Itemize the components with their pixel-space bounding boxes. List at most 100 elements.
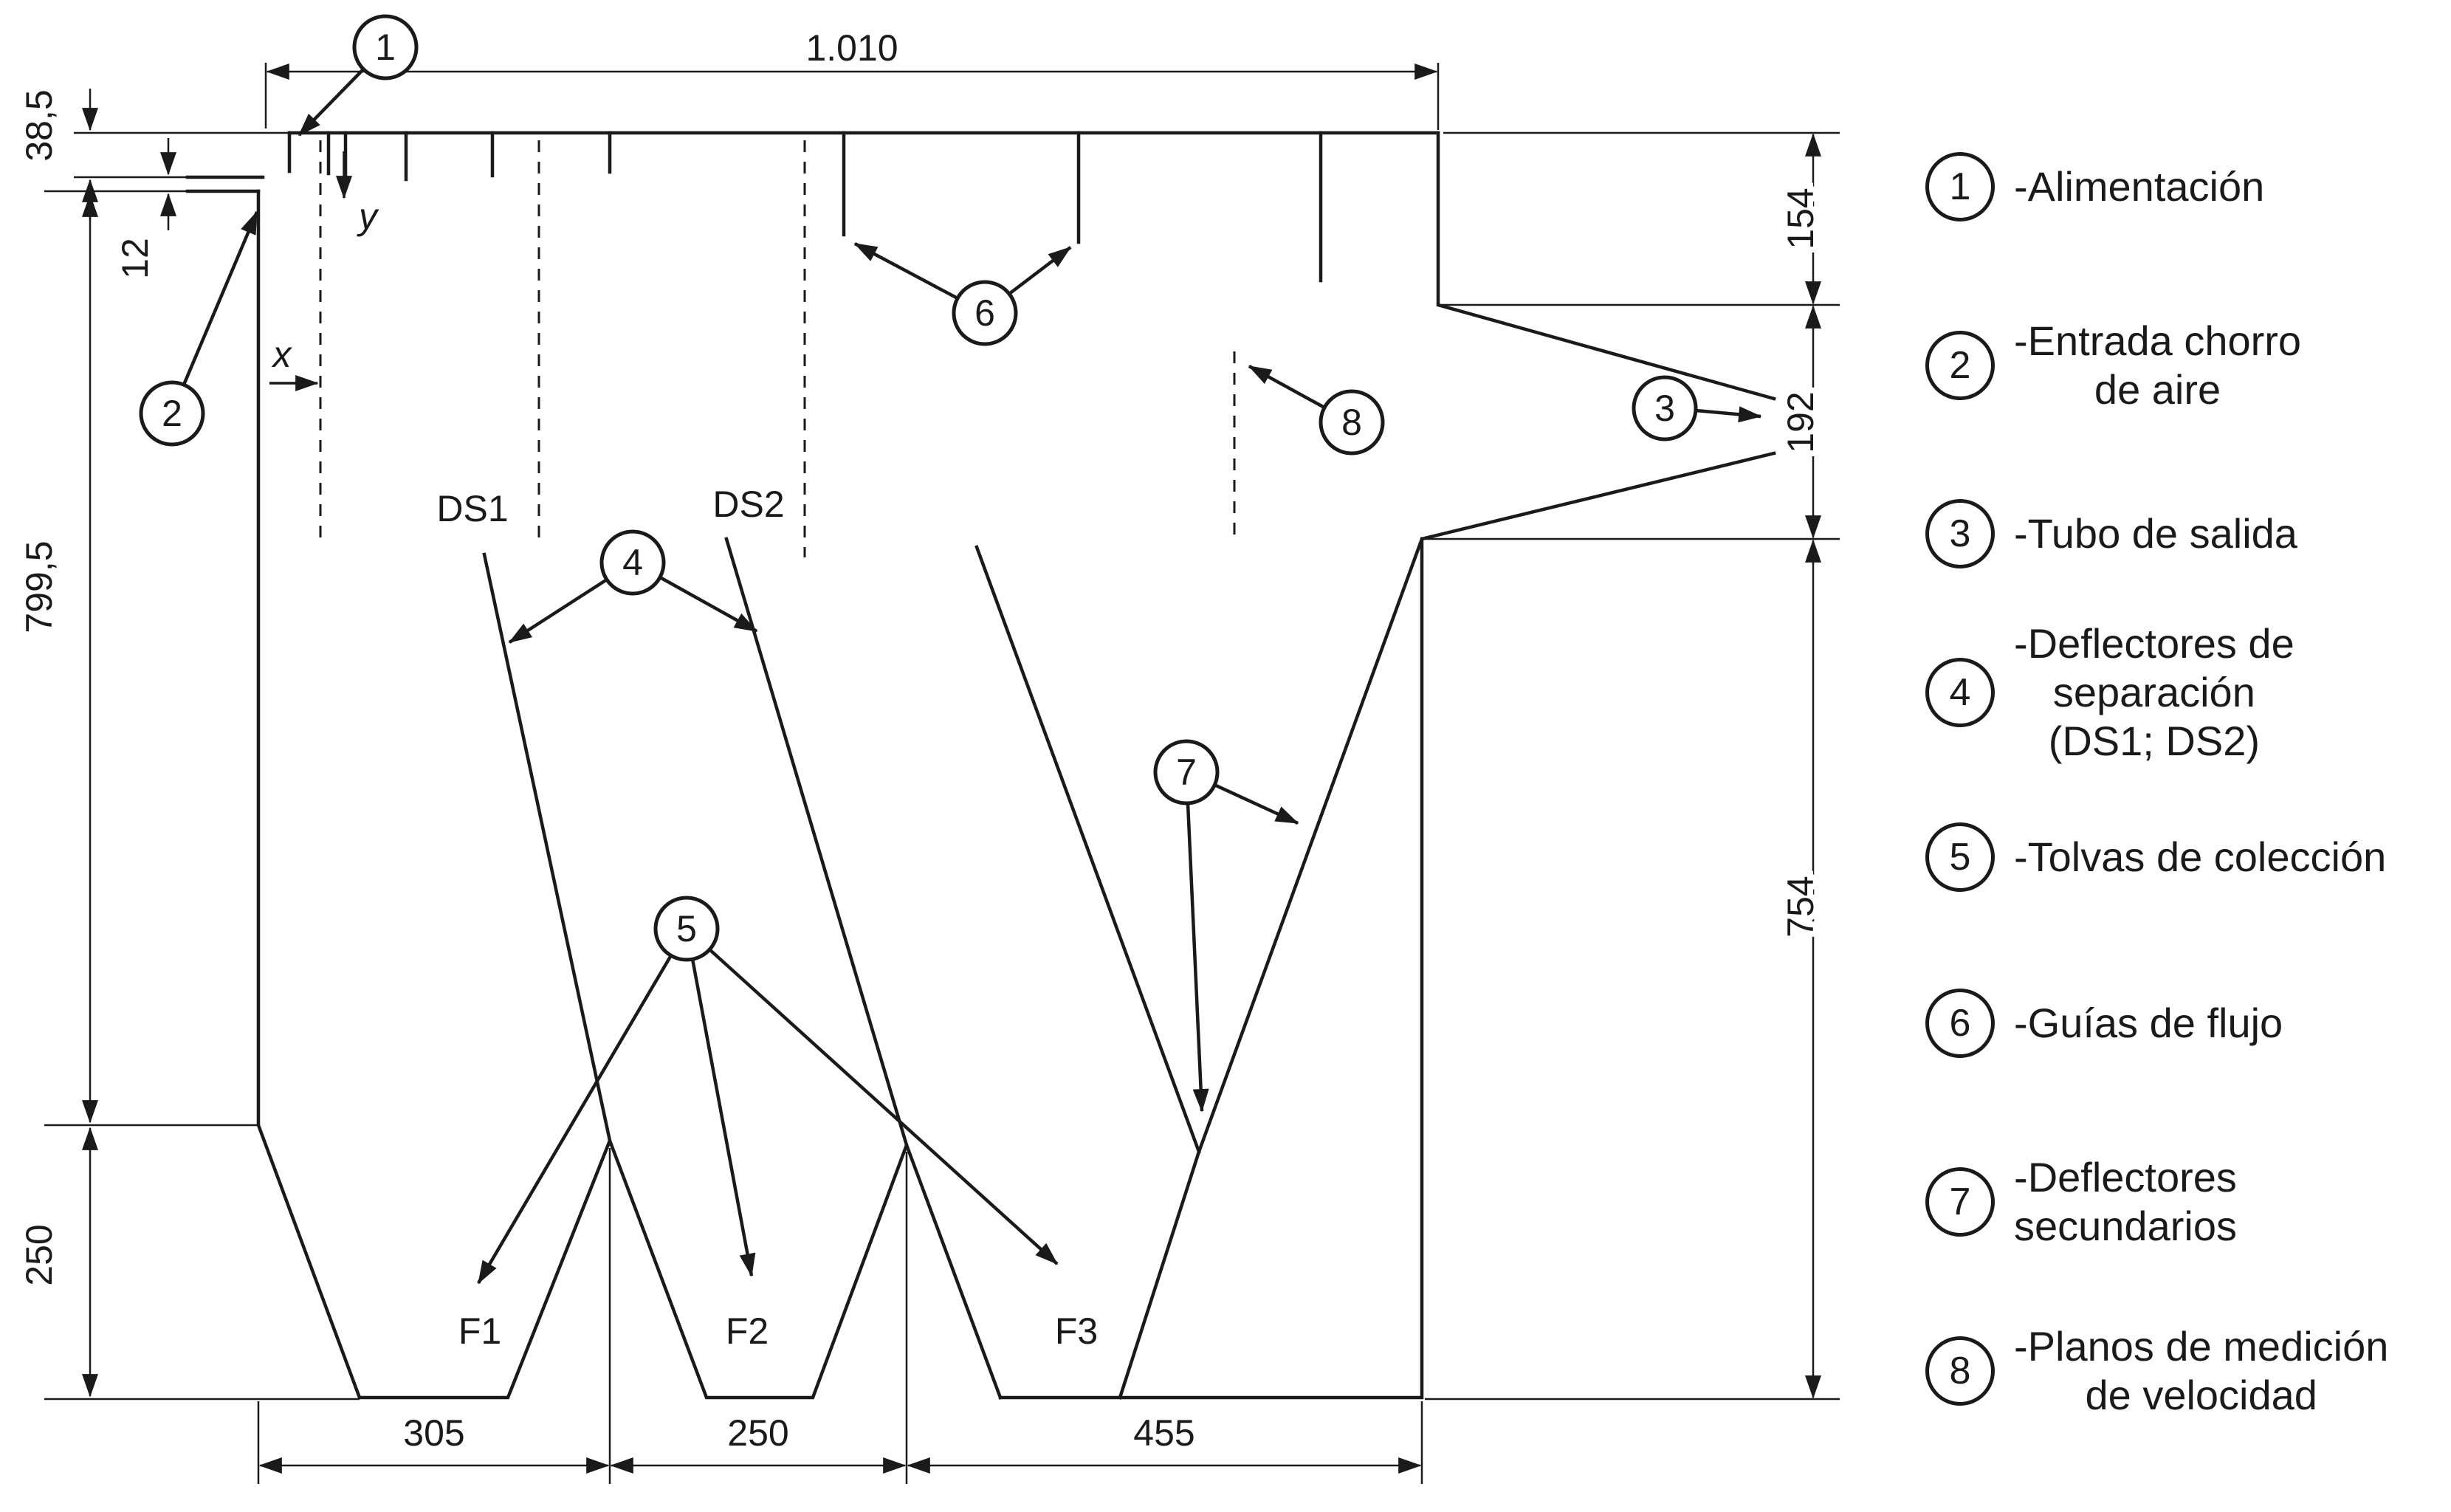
legend-item-label: (DS1; DS2) xyxy=(2048,718,2261,764)
legend-item-tubo-salida: 3 -Tubo de salida xyxy=(1925,499,2297,568)
callout-3: 3 xyxy=(1632,375,1698,441)
dim-hopper1: 305 xyxy=(403,1412,464,1454)
chamber-outline xyxy=(185,131,1776,1400)
dim-outlet: 192 xyxy=(1780,391,1821,453)
svg-text:3: 3 xyxy=(1654,388,1675,429)
svg-text:8: 8 xyxy=(1341,402,1362,443)
dim-right-bottom: 754 xyxy=(1780,876,1821,937)
dim-hopper3: 455 xyxy=(1133,1412,1194,1454)
label-ds2: DS2 xyxy=(712,484,784,525)
callout-4: 4 xyxy=(599,529,666,596)
svg-text:5: 5 xyxy=(676,908,697,949)
callout-7: 7 xyxy=(1153,739,1220,805)
coordinate-axes xyxy=(269,151,352,391)
measurement-planes xyxy=(319,140,1236,557)
legend-number: 2 xyxy=(1949,344,1971,387)
deflector-secondary xyxy=(1197,537,1424,1154)
legend-item-label: -Tolvas de colección xyxy=(2014,834,2387,880)
svg-text:7: 7 xyxy=(1176,752,1197,793)
legend-item-label: separación xyxy=(2052,669,2255,715)
x-axis-label: x xyxy=(272,334,293,375)
legend-number-badge: 5 xyxy=(1925,822,1995,892)
label-f1: F1 xyxy=(458,1310,501,1352)
callout-6: 6 xyxy=(952,280,1018,346)
legend-item-planos-medicion: 8 -Planos de medición de velocidad xyxy=(1925,1322,2388,1420)
dim-left-bottom: 250 xyxy=(18,1224,60,1285)
hopper3-right-slope xyxy=(1118,1150,1201,1400)
dim-slot: 12 xyxy=(114,238,156,279)
legend-number-badge: 8 xyxy=(1925,1336,1995,1406)
legend-number-badge: 2 xyxy=(1925,331,1995,400)
legend-item-tolvas: 5 -Tolvas de colección xyxy=(1925,822,2386,892)
callout-7-arrow-upper xyxy=(1214,783,1299,825)
callout-1-arrow xyxy=(298,68,365,137)
legend-item-label: -Guías de flujo xyxy=(2014,1000,2283,1046)
callout-6-arrow-left xyxy=(853,242,959,300)
y-axis-label: y xyxy=(357,196,379,237)
deflectors xyxy=(482,537,1424,1154)
legend-item-label: -Deflectores de xyxy=(2014,620,2294,667)
svg-text:2: 2 xyxy=(162,393,182,434)
extension-lines xyxy=(44,63,1840,1484)
callout-5: 5 xyxy=(653,896,720,962)
callout-5-arrow-f3 xyxy=(708,948,1059,1265)
callout-2-arrow xyxy=(182,210,259,385)
legend-number-badge: 4 xyxy=(1925,658,1995,727)
svg-text:6: 6 xyxy=(974,292,995,334)
legend-item-label: de aire xyxy=(2094,366,2221,413)
dim-left-height: 799,5 xyxy=(18,540,60,633)
legend-item-label: -Alimentación xyxy=(2014,163,2265,210)
callout-arrows xyxy=(182,68,1762,1285)
legend-number: 8 xyxy=(1949,1350,1971,1392)
svg-text:1: 1 xyxy=(375,27,396,68)
legend-number: 5 xyxy=(1949,836,1971,879)
dim-feed-height: 38,5 xyxy=(18,89,60,161)
legend-number: 6 xyxy=(1949,1002,1971,1045)
legend-item-label: de velocidad xyxy=(2085,1372,2317,1418)
outlet-nozzle xyxy=(1436,131,1776,401)
callout-7-arrow-lower xyxy=(1186,803,1209,1113)
label-ds1: DS1 xyxy=(436,488,508,529)
legend-number-badge: 6 xyxy=(1925,989,1995,1058)
dim-hopper2: 250 xyxy=(727,1412,788,1454)
label-f2: F2 xyxy=(726,1310,769,1352)
callout-circles: 1 2 3 4 5 6 7 xyxy=(139,14,1698,962)
callout-5-arrow-f1 xyxy=(477,954,673,1285)
legend-item-entrada-chorro: 2 -Entrada chorro de aire xyxy=(1925,317,2301,414)
flow-guides xyxy=(404,131,1323,283)
callout-4-arrow-ds2 xyxy=(659,576,758,633)
legend-item-deflectores-separacion: 4 -Deflectores de separación (DS1; DS2) xyxy=(1925,619,2294,766)
callout-8: 8 xyxy=(1319,389,1385,456)
label-f3: F3 xyxy=(1055,1310,1098,1352)
legend-item-guias-flujo: 6 -Guías de flujo xyxy=(1925,989,2283,1058)
callout-2: 2 xyxy=(139,380,205,447)
outlet-nozzle-lower xyxy=(998,451,1776,1400)
feed-slot-ticks xyxy=(287,131,348,178)
legend-number-badge: 3 xyxy=(1925,499,1995,568)
callout-1: 1 xyxy=(352,14,419,80)
legend-item-alimentacion: 1 -Alimentación xyxy=(1925,152,2264,221)
legend-number-badge: 1 xyxy=(1925,152,1995,221)
legend-number-badge: 7 xyxy=(1925,1167,1995,1237)
svg-text:4: 4 xyxy=(622,542,643,583)
callout-4-arrow-ds1 xyxy=(508,578,608,644)
legend-item-label: secundarios xyxy=(2014,1203,2237,1249)
legend-item-label: -Tubo de salida xyxy=(2014,510,2297,557)
legend-item-label: -Planos de medición xyxy=(2014,1323,2389,1370)
callout-8-arrow xyxy=(1248,365,1326,409)
legend-item-deflectores-secundarios: 7 -Deflectores secundarios xyxy=(1925,1153,2237,1251)
callout-3-arrow xyxy=(1695,406,1762,423)
deflector-third xyxy=(974,545,1201,1154)
legend-number: 7 xyxy=(1949,1181,1971,1223)
air-inlet-channel xyxy=(185,175,265,193)
dim-right-top: 154 xyxy=(1780,188,1821,249)
legend-item-label: -Entrada chorro xyxy=(2014,317,2302,364)
legend-number: 1 xyxy=(1949,165,1971,208)
dimension-lines xyxy=(82,63,1821,1474)
deflector-ds2 xyxy=(724,537,909,1147)
callout-6-arrow-right xyxy=(1008,246,1072,295)
legend-item-label: -Deflectores xyxy=(2014,1154,2237,1200)
callout-5-arrow-f2 xyxy=(690,958,756,1277)
